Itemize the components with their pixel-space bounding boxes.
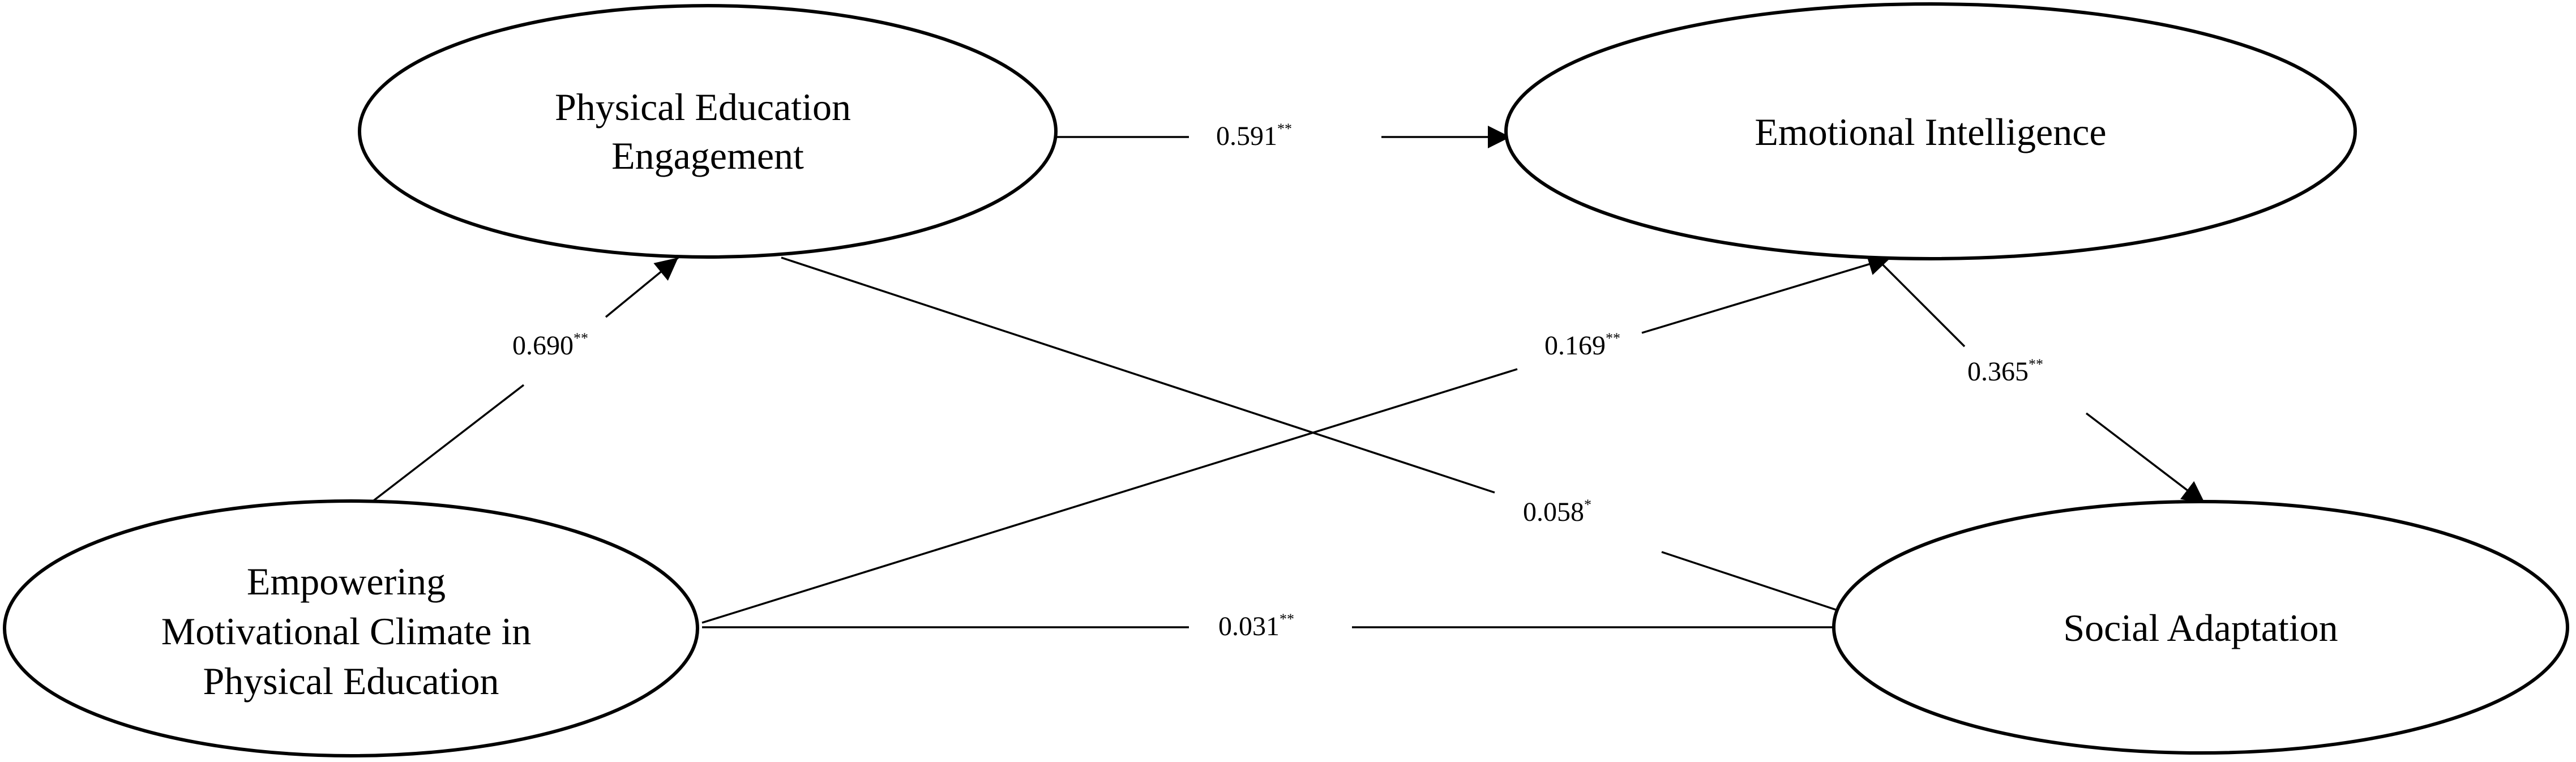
node-emotional-intelligence: Emotional Intelligence (1504, 2, 2357, 260)
svg-text:Empowering Motivational: Empowering Motivational Climate in Physi… (161, 560, 541, 703)
edge-label-pee-to-ei: 0.591** (1216, 121, 1292, 151)
edge-ei-to-sa-line-a (1877, 259, 1966, 348)
edge-label-ei-to-sa: 0.365** (1967, 356, 2043, 387)
edge-label-emc-to-pee: 0.690** (512, 330, 588, 361)
svg-text:Social Adaptation: Social Adaptation (2063, 606, 2338, 649)
node-social-adaptation: Social Adaptation (1832, 500, 2569, 755)
edge-emc-to-pee-line-a (370, 384, 525, 504)
edge-label-emc-to-sa: 0.031** (1218, 611, 1294, 641)
svg-text:Emotional Intelligence: Emotional Intelligence (1755, 110, 2106, 153)
node-physical-education-engagement: Physical Education Engagement (358, 4, 1058, 259)
edge-pee-to-sa-line-a (781, 256, 1495, 494)
edge-label-pee-to-sa: 0.058* (1523, 496, 1591, 527)
edge-emc-to-ei-line-a (701, 368, 1518, 624)
node-empowering-motivational-climate: Empowering Motivational Climate in Physi… (3, 499, 699, 757)
edge-emc-to-ei-line-b (1641, 253, 1892, 334)
edge-label-emc-to-ei: 0.169** (1544, 330, 1620, 361)
edge-emc-to-pee-line-b (605, 256, 679, 318)
edge-ei-to-sa-line-b (2085, 412, 2206, 505)
svg-text:Physical Education Engag: Physical Education Engagement (555, 85, 861, 177)
